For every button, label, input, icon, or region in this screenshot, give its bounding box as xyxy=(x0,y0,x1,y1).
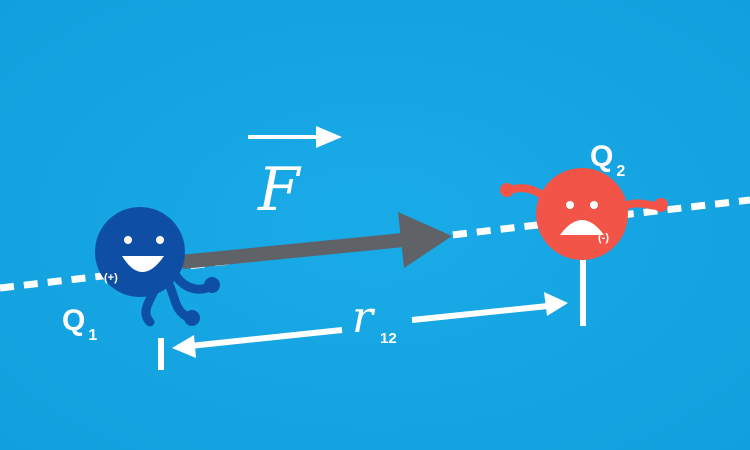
distance-subscript: 12 xyxy=(380,330,397,347)
q2-sign: (-) xyxy=(598,232,609,244)
q1-sign: (+) xyxy=(104,272,118,284)
distance-label: r xyxy=(352,292,374,343)
charge-q2 xyxy=(500,168,668,260)
q2-subscript: 2 xyxy=(616,163,626,180)
vector-arrow-icon xyxy=(248,126,342,148)
q1-subscript: 1 xyxy=(88,327,98,344)
q1-symbol: Q xyxy=(62,304,86,337)
force-arrow xyxy=(180,212,452,269)
charge-q1 xyxy=(95,207,220,327)
q2-symbol: Q xyxy=(590,140,614,173)
force-label: F xyxy=(258,155,300,225)
distance-arrow xyxy=(158,260,586,370)
